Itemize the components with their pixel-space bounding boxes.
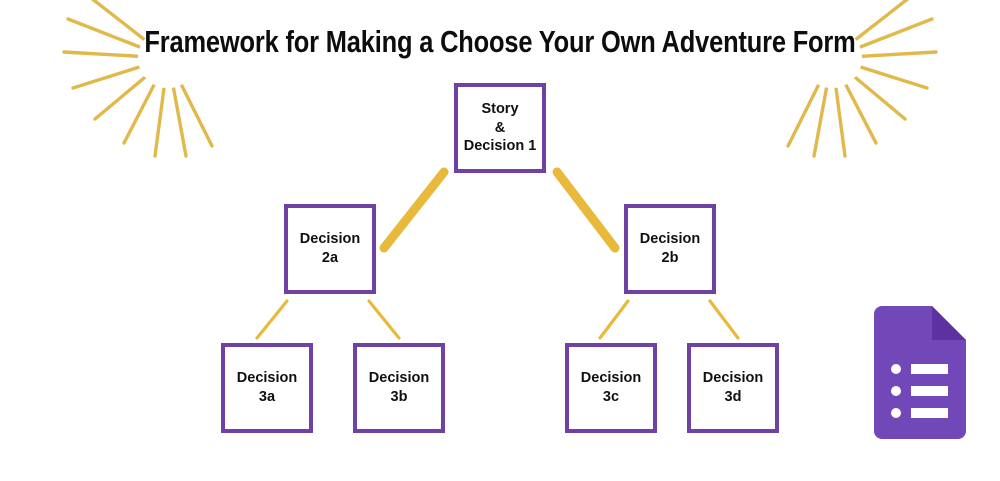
sunburst-ray bbox=[166, 56, 188, 158]
node-line: Decision bbox=[639, 231, 701, 248]
connector-2a-to-3b bbox=[367, 299, 401, 340]
sunburst-ray bbox=[166, 56, 214, 148]
node-line: 3a bbox=[258, 389, 276, 405]
node-line: 2a bbox=[321, 250, 339, 266]
forms-fold-corner bbox=[932, 306, 966, 340]
forms-list-bar bbox=[911, 386, 948, 396]
sunburst-ray bbox=[830, 56, 907, 121]
node-line: Decision bbox=[299, 231, 361, 248]
sunburst-ray bbox=[153, 56, 170, 158]
connector-2b-to-3c bbox=[598, 299, 630, 340]
node-decision-2a[interactable]: Decision 2a bbox=[284, 204, 376, 294]
forms-list-bar bbox=[911, 364, 948, 374]
node-decision-2b[interactable]: Decision 2b bbox=[624, 204, 716, 294]
connector-root-to-2b bbox=[552, 167, 620, 253]
forms-list-bullet bbox=[891, 364, 901, 374]
node-decision-3d[interactable]: Decision 3d bbox=[687, 343, 779, 433]
forms-list-bullet bbox=[891, 408, 901, 418]
node-decision-3a[interactable]: Decision 3a bbox=[221, 343, 313, 433]
connector-2b-to-3d bbox=[708, 299, 740, 340]
node-line: Decision bbox=[580, 370, 642, 387]
connector-2a-to-3a bbox=[255, 299, 289, 340]
page-title: Framework for Making a Choose Your Own A… bbox=[144, 24, 856, 59]
sunburst-ray bbox=[122, 56, 170, 145]
sunburst-ray bbox=[786, 56, 834, 148]
sunburst-ray bbox=[830, 56, 878, 145]
node-decision-3c[interactable]: Decision 3c bbox=[565, 343, 657, 433]
node-line: & bbox=[494, 119, 506, 136]
forms-list-bullet bbox=[891, 386, 901, 396]
node-line: 3b bbox=[390, 389, 408, 405]
node-story-decision-1[interactable]: Story & Decision 1 bbox=[454, 83, 546, 173]
sunburst-ray bbox=[71, 56, 170, 90]
node-line: Decision bbox=[236, 370, 298, 387]
node-line: Decision bbox=[368, 370, 430, 387]
node-line: 3d bbox=[724, 389, 742, 405]
node-line: 3c bbox=[602, 389, 620, 405]
node-line: Decision 1 bbox=[463, 138, 537, 155]
sunburst-ray bbox=[830, 56, 929, 90]
node-line: Decision bbox=[702, 370, 764, 387]
connector-root-to-2a bbox=[379, 167, 449, 253]
node-line: 2b bbox=[661, 250, 679, 266]
forms-list-bar bbox=[911, 408, 948, 418]
sunburst-ray bbox=[93, 56, 170, 121]
node-decision-3b[interactable]: Decision 3b bbox=[353, 343, 445, 433]
node-line: Story bbox=[481, 100, 519, 117]
sunburst-ray bbox=[830, 56, 847, 158]
google-forms-icon bbox=[874, 306, 966, 439]
sunburst-ray bbox=[812, 56, 834, 158]
